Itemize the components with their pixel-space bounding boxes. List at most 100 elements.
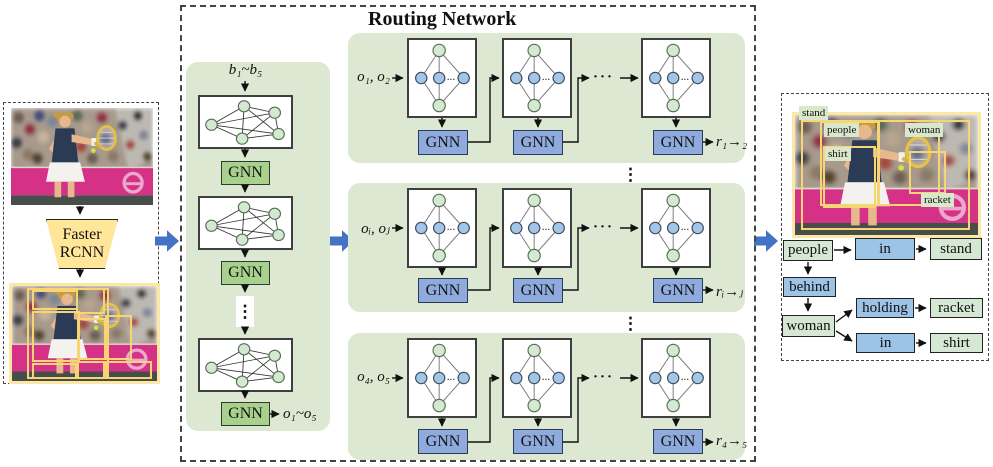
sg-edge-in2: in [856, 333, 915, 353]
routing-graph-box: ··· [407, 338, 477, 418]
routing-unit-graph: ··· [415, 43, 470, 113]
routing-unit-graph: ··· [415, 343, 470, 413]
svg-text:···: ··· [681, 374, 690, 384]
sg-label: racket [938, 299, 975, 316]
sg-node-people: people [783, 240, 833, 261]
row-input-label: oᵢ, oⱼ [361, 221, 390, 237]
routing-unit-graph: ··· [649, 193, 704, 263]
routing-unit-graph: ··· [649, 343, 704, 413]
row-input-label: o₄, o₅ [357, 369, 390, 385]
routing-unit-graph: ··· [415, 193, 470, 263]
labeled-photo: stand people woman shirt racket [792, 106, 981, 238]
row-input-label: o₁, o₂ [357, 69, 390, 85]
sg-label: shirt [943, 334, 970, 351]
sg-label: holding [862, 299, 908, 316]
gnn-block-green: GNN [221, 402, 270, 426]
bounding-box [105, 315, 132, 360]
sg-node-shirt: shirt [930, 333, 983, 353]
sg-edge-behind: behind [783, 277, 836, 297]
detection-label-people: people [824, 123, 860, 137]
bounding-box [32, 311, 80, 362]
vertical-ellipsis: ⋮ [622, 165, 639, 184]
fully-connected-graph [205, 343, 285, 388]
bounding-box [77, 361, 105, 379]
gnn-label: GNN [520, 281, 556, 299]
gnn-block-blue: GNN [653, 429, 703, 454]
bounding-box-woman [878, 120, 940, 206]
sg-node-stand: stand [930, 238, 982, 260]
gnn-label: GNN [228, 164, 263, 181]
fully-connected-graph [205, 201, 285, 246]
gnn-block-blue: GNN [513, 278, 563, 303]
sg-label: people [788, 242, 828, 258]
sg-edge-in: in [855, 238, 915, 260]
routing-unit-graph: ··· [649, 43, 704, 113]
routing-graph-box: ··· [641, 188, 711, 268]
gnn-label: GNN [228, 405, 263, 422]
svg-text:···: ··· [542, 224, 551, 234]
gnn-block-blue: GNN [418, 429, 468, 454]
gnn-label: GNN [660, 281, 696, 299]
output-panel [781, 93, 989, 361]
sg-edge-holding: holding [856, 298, 914, 318]
sg-label: behind [789, 278, 830, 295]
routing-graph-box: ··· [407, 38, 477, 118]
ellipsis-box: ⋮ [236, 296, 254, 327]
object-graph-box [198, 95, 293, 149]
vertical-ellipsis: ⋮ [236, 302, 254, 321]
routing-graph-box: ··· [641, 38, 711, 118]
routing-unit-graph: ··· [510, 43, 565, 113]
svg-text:···: ··· [542, 74, 551, 84]
gnn-block-blue: GNN [513, 429, 563, 454]
routing-graph-box: ··· [641, 338, 711, 418]
detection-label-stand: stand [799, 106, 829, 120]
fully-connected-graph [205, 100, 285, 145]
routing-graph-box: ··· [407, 188, 477, 268]
gnn-label: GNN [228, 264, 263, 281]
svg-text:···: ··· [681, 224, 690, 234]
gnn-block-blue: GNN [418, 130, 468, 155]
sg-node-woman: woman [782, 315, 835, 337]
routing-unit-graph: ··· [510, 343, 565, 413]
routing-unit-graph: ··· [510, 193, 565, 263]
detection-label-woman: woman [905, 123, 944, 137]
routing-network-panel [180, 5, 756, 462]
row-output-label: r₄→₅ [716, 433, 748, 449]
gnn-block-blue: GNN [513, 130, 563, 155]
bounding-box [76, 288, 105, 314]
sg-node-racket: racket [930, 298, 983, 318]
faster-rcnn-label: Faster RCNN [59, 225, 105, 261]
object-graph-box [198, 196, 293, 250]
bounding-box [32, 363, 77, 379]
routing-graph-box: ··· [502, 188, 572, 268]
input-panel: Faster RCNN [3, 102, 160, 384]
sg-label: stand [940, 240, 972, 257]
sg-label: in [879, 334, 892, 351]
gnn-block-blue: GNN [653, 130, 703, 155]
svg-text:···: ··· [542, 374, 551, 384]
svg-text:···: ··· [681, 74, 690, 84]
gnn-block-blue: GNN [653, 278, 703, 303]
bounding-box-racket [909, 151, 946, 194]
gnn-label: GNN [425, 133, 461, 151]
row-output-label: r₁→₂ [716, 134, 748, 150]
tennis-photo-illustration [11, 108, 153, 205]
svg-text:···: ··· [447, 74, 456, 84]
svg-text:···: ··· [447, 224, 456, 234]
gnn-label: GNN [660, 432, 696, 450]
encoder-output-label: o₁~o₅ [283, 406, 317, 422]
horizontal-ellipsis: ··· [593, 219, 615, 235]
gnn-label: GNN [520, 133, 556, 151]
gnn-label: GNN [520, 432, 556, 450]
gnn-block-green: GNN [221, 161, 270, 185]
bounding-box [77, 318, 106, 360]
vertical-ellipsis: ⋮ [622, 314, 639, 333]
gnn-label: GNN [660, 133, 696, 151]
detected-boxes-photo [9, 283, 160, 384]
routing-graph-box: ··· [502, 38, 572, 118]
bounding-box [105, 361, 152, 379]
encoder-input-label: b₁~b₅ [228, 62, 263, 78]
horizontal-ellipsis: ··· [593, 69, 615, 85]
routing-graph-box: ··· [502, 338, 572, 418]
